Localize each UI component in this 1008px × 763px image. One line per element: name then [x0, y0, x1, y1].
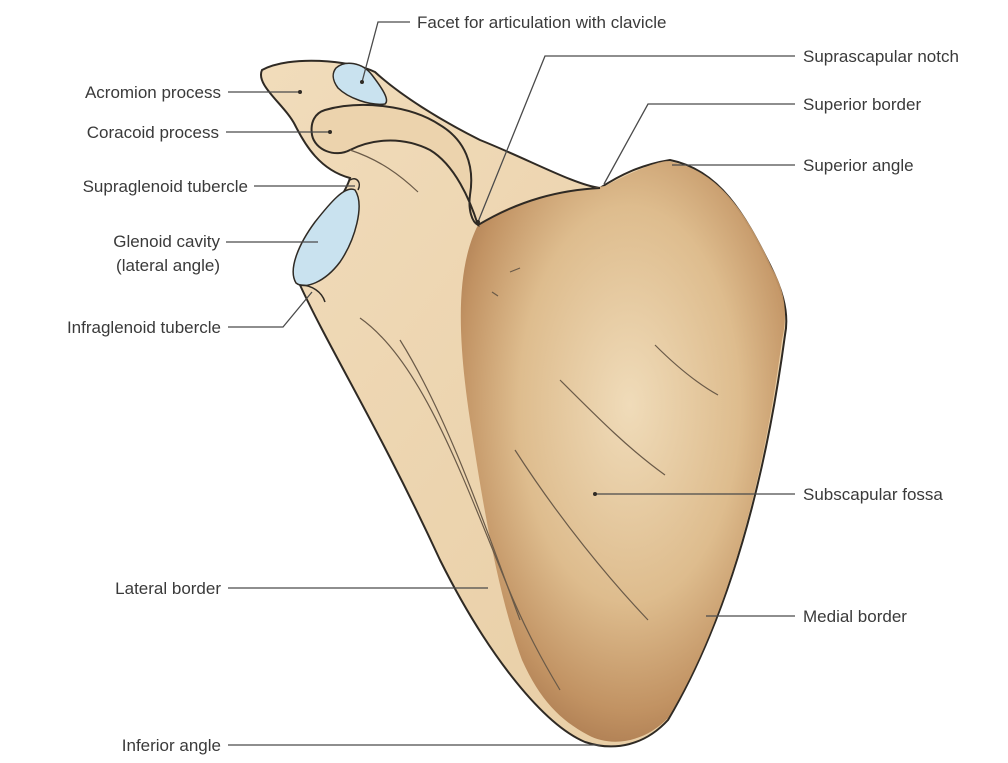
leader-infraglenoid-tubercle	[228, 292, 312, 327]
label-acromion-process: Acromion process	[85, 83, 221, 102]
label-subscapular-fossa: Subscapular fossa	[803, 485, 943, 504]
label-superior-border: Superior border	[803, 95, 921, 114]
label-facet-clavicle: Facet for articulation with clavicle	[417, 13, 666, 32]
label-medial-border: Medial border	[803, 607, 907, 626]
label-inferior-angle: Inferior angle	[122, 736, 221, 755]
label-infraglenoid-tubercle: Infraglenoid tubercle	[67, 318, 221, 337]
label-glenoid-cavity: Glenoid cavity	[113, 232, 220, 251]
label-glenoid-cavity-sub: (lateral angle)	[116, 256, 220, 275]
label-supraglenoid-tubercle: Supraglenoid tubercle	[83, 177, 248, 196]
label-superior-angle: Superior angle	[803, 156, 914, 175]
label-suprascapular-notch: Suprascapular notch	[803, 47, 959, 66]
label-coracoid-process: Coracoid process	[87, 123, 219, 142]
label-lateral-border: Lateral border	[115, 579, 221, 598]
